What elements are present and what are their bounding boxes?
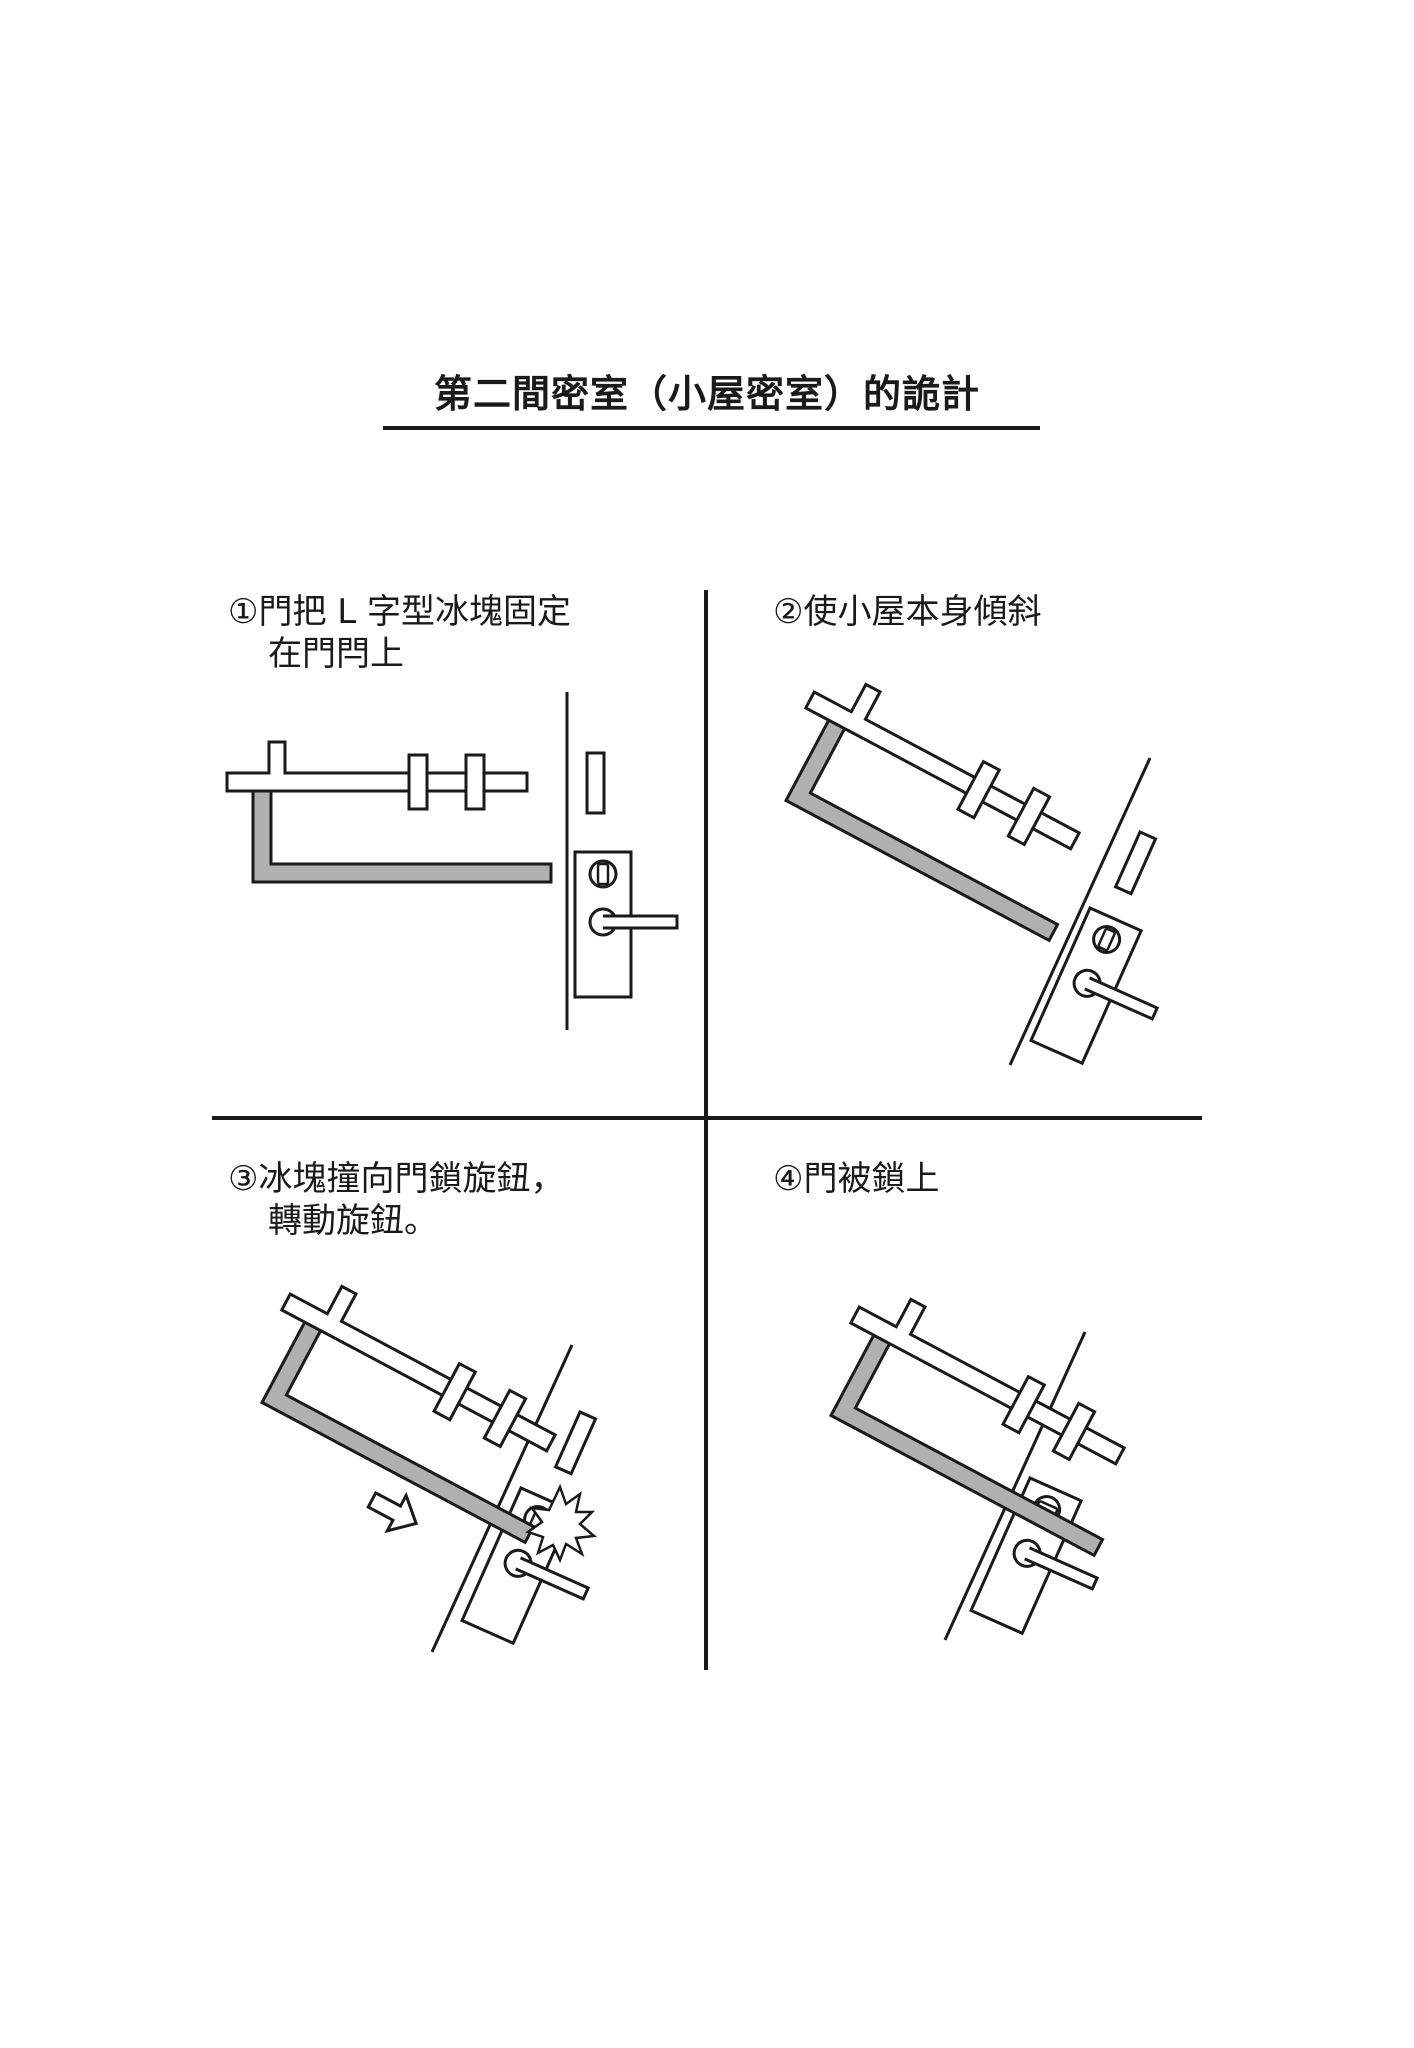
panel-2-illustration <box>784 663 1185 1084</box>
panel-1-caption: ①門把 L 字型冰塊固定 在門閂上 <box>228 591 571 675</box>
door-bolt-latch <box>795 663 1096 867</box>
bolt-keeper-slot <box>585 751 606 815</box>
door-lock-plate-locked <box>969 1476 1125 1654</box>
panel-3-caption-line2: 轉動旋鈕。 <box>268 1201 438 1241</box>
panel-3-caption: ③冰塊撞向門鎖旋鈕， 轉動旋鈕。 <box>228 1158 564 1242</box>
door-edge-line <box>1008 757 1152 1066</box>
panel-1-caption-line2: 在門閂上 <box>268 634 404 674</box>
panel-3-illustration <box>260 1265 616 1664</box>
panel-1-illustration <box>225 692 679 1030</box>
bolt-keeper-slot <box>1114 830 1158 896</box>
bolt-keeper-slot <box>554 1410 598 1476</box>
door-lock-plate <box>573 850 679 999</box>
door-edge-line <box>943 1331 1087 1641</box>
impact-burst-icon <box>525 1483 597 1564</box>
panel-4-caption-line1: ④門被鎖上 <box>773 1159 940 1199</box>
panel-4-caption: ④門被鎖上 <box>773 1158 939 1200</box>
panel-2-caption: ②使小屋本身傾斜 <box>773 591 1041 633</box>
title-underline <box>383 426 1040 430</box>
door-edge-line <box>430 1344 574 1653</box>
panel-1-caption-line1: ①門把 L 字型冰塊固定 <box>228 592 572 632</box>
panel-2-caption-line1: ②使小屋本身傾斜 <box>773 592 1042 632</box>
panel-3-caption-line1: ③冰塊撞向門鎖旋鈕， <box>228 1159 565 1199</box>
door-bolt-latch <box>271 1265 572 1469</box>
l-shaped-ice-block <box>251 789 553 884</box>
diagram-title: 第二間密室（小屋密室）的詭計 <box>433 372 980 416</box>
motion-arrow-icon <box>366 1490 419 1534</box>
door-bolt-latch <box>840 1278 1141 1482</box>
panel-4-illustration <box>829 1278 1141 1654</box>
